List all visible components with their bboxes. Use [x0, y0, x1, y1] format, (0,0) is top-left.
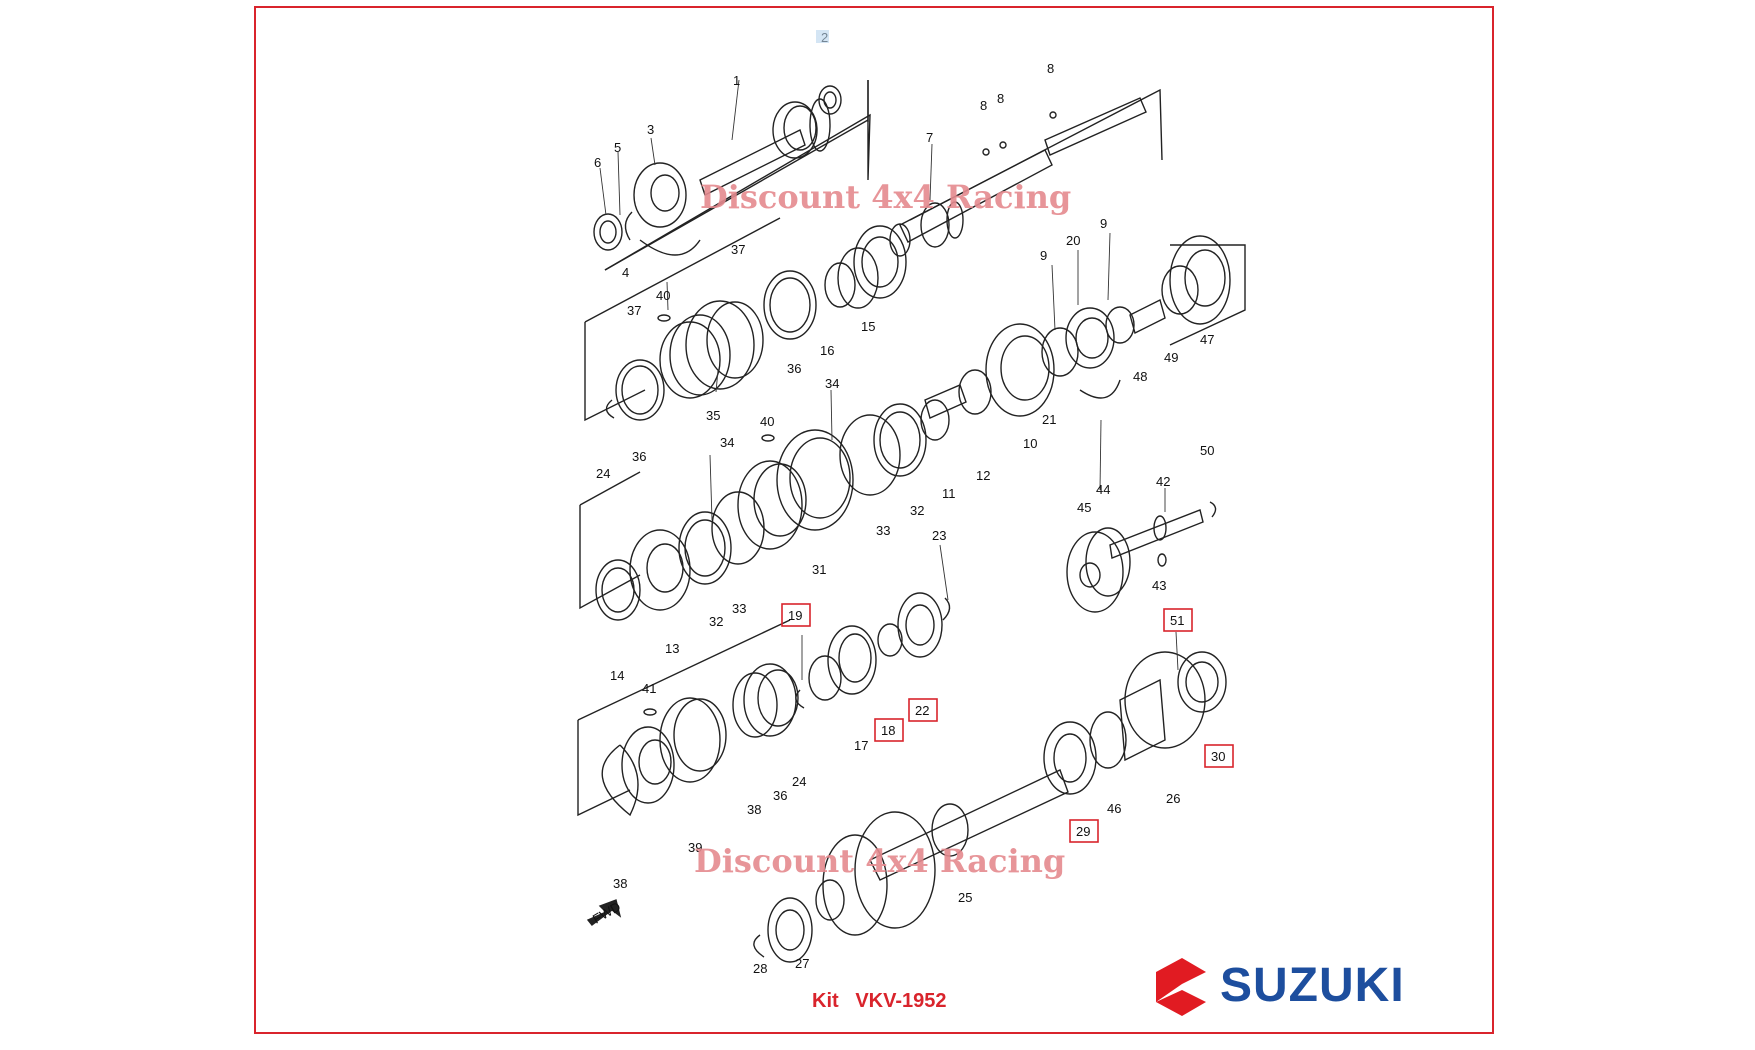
- callout-5: 5: [614, 140, 621, 155]
- highlight-29: [1069, 819, 1099, 843]
- callout-23: 23: [932, 528, 946, 543]
- callout-19: 19: [788, 608, 802, 623]
- highlight-18: [874, 718, 904, 742]
- callout-38a: 38: [747, 802, 761, 817]
- callout-38b: 38: [613, 876, 627, 891]
- callout-45: 45: [1077, 500, 1091, 515]
- callout-34a: 34: [825, 376, 839, 391]
- callout-36c: 36: [773, 788, 787, 803]
- callout-36a: 36: [787, 361, 801, 376]
- callout-47: 47: [1200, 332, 1214, 347]
- callout-32a: 32: [910, 503, 924, 518]
- callout-32b: 32: [709, 614, 723, 629]
- callout-21: 21: [1042, 412, 1056, 427]
- callout-24b: 24: [792, 774, 806, 789]
- callout-43: 43: [1152, 578, 1166, 593]
- fwd-arrow-icon: [586, 899, 622, 926]
- hub-39-assembly: [601, 592, 951, 817]
- callout-36b: 36: [632, 449, 646, 464]
- callout-51: 51: [1170, 613, 1184, 628]
- gear-10-assembly: [985, 235, 1231, 417]
- callout-25: 25: [958, 890, 972, 905]
- reverse-idler-assembly: [1066, 501, 1217, 613]
- countershaft-assembly: [753, 651, 1227, 963]
- third-row-panel: [579, 471, 641, 610]
- callout-17: 17: [854, 738, 868, 753]
- input-shaft-panel: [604, 80, 871, 271]
- callout-14: 14: [610, 668, 624, 683]
- callout-10: 10: [1023, 436, 1037, 451]
- callout-48: 48: [1133, 369, 1147, 384]
- callout-15: 15: [861, 319, 875, 334]
- suzuki-s-logo: [1156, 958, 1206, 1016]
- callout-44: 44: [1096, 482, 1110, 497]
- callout-13: 13: [665, 641, 679, 656]
- second-row-panel: [584, 217, 1246, 422]
- callout-26: 26: [1166, 791, 1180, 806]
- callout-20: 20: [1066, 233, 1080, 248]
- highlight-22: [908, 698, 938, 722]
- callout-35: 35: [706, 408, 720, 423]
- callout-8c: 8: [980, 98, 987, 113]
- highlight-51: [1163, 608, 1193, 632]
- callout-41: 41: [642, 681, 656, 696]
- callout-34b: 34: [720, 435, 734, 450]
- callout-3: 3: [647, 122, 654, 137]
- callout-50: 50: [1200, 443, 1214, 458]
- callout-1: 1: [733, 73, 740, 88]
- callout-29: 29: [1076, 824, 1090, 839]
- callout-6: 6: [594, 155, 601, 170]
- fourth-row-panel: [577, 619, 791, 817]
- callout-46: 46: [1107, 801, 1121, 816]
- watermark-top: Discount 4x4 Racing: [700, 178, 1071, 216]
- callout-12: 12: [976, 468, 990, 483]
- callout-28: 28: [753, 961, 767, 976]
- callout-16: 16: [820, 343, 834, 358]
- callout-49: 49: [1164, 350, 1178, 365]
- callout-18: 18: [881, 723, 895, 738]
- callout-39: 39: [688, 840, 702, 855]
- callout-9b: 9: [1100, 216, 1107, 231]
- callout-37a: 37: [731, 242, 745, 257]
- callout-8b: 8: [997, 91, 1004, 106]
- callout-37b: 37: [627, 303, 641, 318]
- watermark-bottom: Discount 4x4 Racing: [694, 842, 1065, 880]
- fwd-label: FWD: [590, 899, 623, 927]
- hub-35-assembly: [605, 225, 907, 421]
- kit-label: Kit VKV-1952: [812, 990, 947, 1012]
- callout-33a: 33: [876, 523, 890, 538]
- callout-9a: 9: [1040, 248, 1047, 263]
- highlight-19: [781, 603, 811, 627]
- callout-27: 27: [795, 956, 809, 971]
- callout-42: 42: [1156, 474, 1170, 489]
- callout-40a: 40: [656, 288, 670, 303]
- callout-11: 11: [942, 486, 956, 501]
- callout-8a: 8: [1047, 61, 1054, 76]
- callout-30: 30: [1211, 749, 1225, 764]
- highlight-30: [1204, 744, 1234, 768]
- input-shaft-assembly: [593, 85, 842, 256]
- diagram-frame: [254, 6, 1494, 1034]
- callout-33b: 33: [732, 601, 746, 616]
- hub-31-assembly: [595, 369, 992, 621]
- callout-22: 22: [915, 703, 929, 718]
- callout-4: 4: [622, 265, 629, 280]
- callout-7: 7: [926, 130, 933, 145]
- callout-31: 31: [812, 562, 826, 577]
- highlight-2: [816, 30, 829, 43]
- callout-40b: 40: [760, 414, 774, 429]
- main-shaft: [889, 88, 1163, 257]
- callout-24a: 24: [596, 466, 610, 481]
- brand-name: SUZUKI: [1220, 959, 1405, 1012]
